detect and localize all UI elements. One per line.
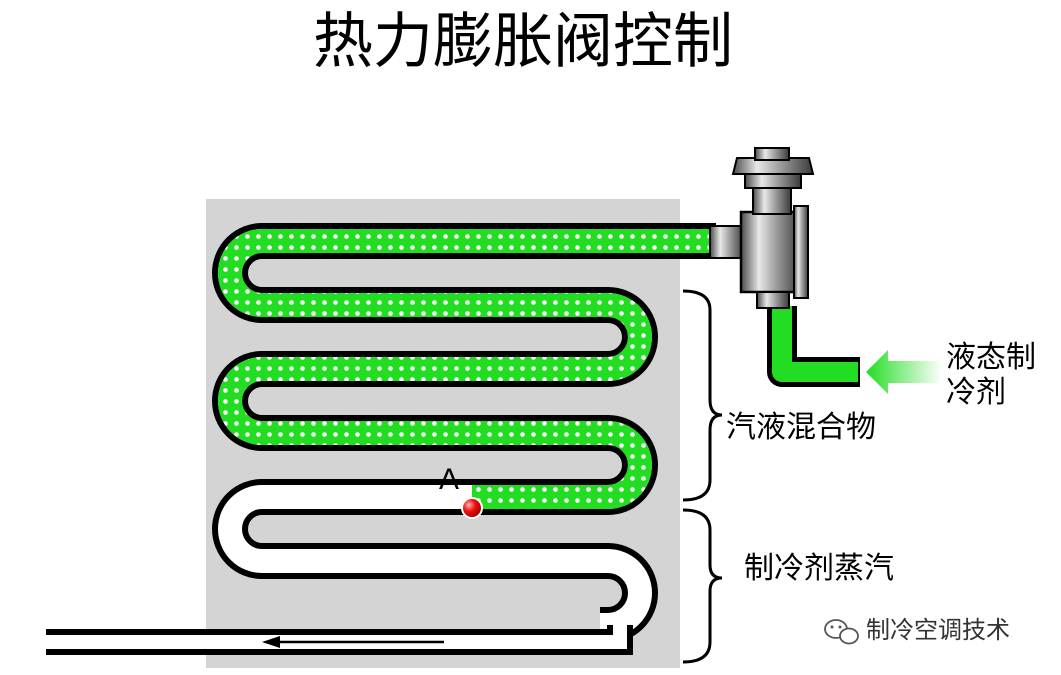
liquid-inflow-arrow <box>866 350 942 394</box>
thermal-expansion-valve <box>709 147 815 309</box>
liquid-inlet-pipe <box>772 306 858 382</box>
liquid-refrigerant-label-line2: 冷剂 <box>946 375 1006 410</box>
watermark-text: 制冷空调技术 <box>866 616 1010 644</box>
watermark: 制冷空调技术 <box>824 616 1010 645</box>
flow-arrow-head <box>262 636 280 648</box>
mixture-label: 汽液混合物 <box>726 410 876 445</box>
point-a-label: A <box>439 463 459 496</box>
liquid-refrigerant-label-line1: 液态制 <box>946 340 1036 375</box>
superheat-point-a <box>461 497 483 519</box>
page-title: 热力膨胀阀控制 <box>313 7 733 77</box>
suction-line-inner <box>46 625 627 649</box>
mixture-brace <box>682 289 723 502</box>
vapor-brace <box>682 508 723 664</box>
liquid-vapor-mixture-section <box>218 229 716 509</box>
vapor-label: 制冷剂蒸汽 <box>744 551 894 586</box>
wechat-icon <box>824 619 859 645</box>
